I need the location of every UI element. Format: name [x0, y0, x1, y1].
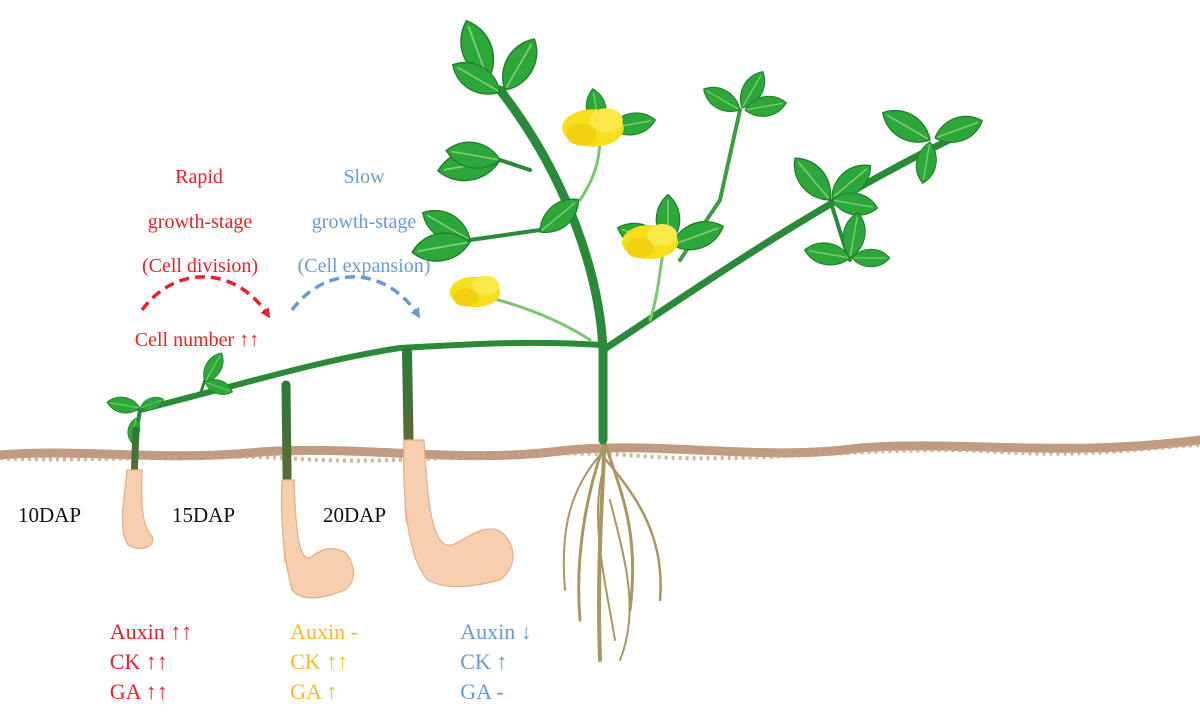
soil-line [0, 435, 1200, 463]
peg-10dap [121, 426, 154, 549]
auxin-10dap: Auxin ↑↑ [109, 619, 193, 644]
rapid-stage-line2: growth-stage [147, 211, 253, 233]
peg-15dap [280, 380, 355, 599]
ck-10dap: CK ↑↑ [109, 649, 168, 674]
slow-stage-label: Slow [343, 165, 384, 189]
slow-stage-line2-wrap: growth-stage [312, 210, 416, 234]
timepoint-20dap: 20DAP [323, 503, 387, 527]
ck-15dap: CK ↑↑ [290, 649, 349, 674]
ga-10dap: GA ↑↑ [109, 679, 168, 704]
slow-stage-arrow [290, 275, 421, 319]
hormones-20dap: Auxin ↓ CK ↑ GA - [460, 617, 532, 707]
ck-20dap: CK ↑ [460, 649, 508, 674]
cell-number-note: Cell number ↑↑ [134, 329, 260, 351]
rapid-stage-line1: Rapid [175, 166, 223, 188]
peg-20dap [402, 347, 514, 588]
rapid-stage-line2-wrap: growth-stage [148, 210, 252, 234]
cell-number-note-wrap: Cell number ↑↑ [135, 328, 259, 352]
auxin-15dap: Auxin - [290, 619, 358, 644]
hormones-15dap: Auxin - CK ↑↑ GA ↑ [290, 617, 358, 707]
slow-stage-line3-wrap: (Cell expansion) [298, 254, 431, 278]
rapid-stage-line3-wrap: (Cell division) [142, 254, 258, 278]
slow-stage-line1: Slow [343, 166, 385, 188]
slow-stage-line3: (Cell expansion) [297, 255, 431, 277]
timepoint-10dap: 10DAP [18, 503, 82, 527]
plant-stems [133, 85, 974, 445]
ga-15dap: GA ↑ [290, 679, 338, 704]
auxin-20dap: Auxin ↓ [460, 619, 532, 644]
rapid-stage-label: Rapid [175, 165, 223, 189]
slow-stage-line2: growth-stage [311, 211, 417, 233]
rapid-stage-arrow [140, 275, 271, 319]
rapid-stage-line3: (Cell division) [141, 255, 259, 277]
ga-20dap: GA - [460, 679, 504, 704]
timepoint-15dap: 15DAP [172, 503, 236, 527]
hormones-10dap: Auxin ↑↑ CK ↑↑ GA ↑↑ [110, 617, 193, 707]
